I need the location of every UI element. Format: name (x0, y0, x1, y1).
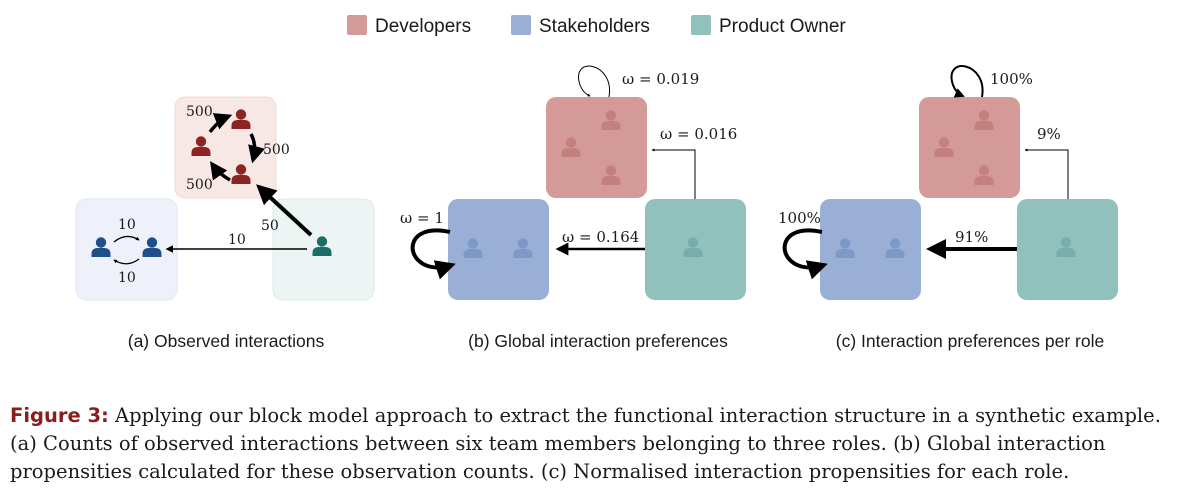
po-to-dev-label: 9% (1037, 125, 1061, 143)
figure-caption-label: Figure 3: (10, 404, 109, 427)
dev-self-label: 100% (990, 70, 1033, 88)
po-to-dev-label: 50 (261, 218, 279, 234)
po-to-stake-label: 91% (955, 228, 988, 246)
po-to-dev-arrow (651, 148, 696, 199)
po-to-dev-arrow (256, 184, 313, 237)
figure-diagram: Developers Stakeholders Product Owner (75, 15, 1118, 351)
panel-c: 100% 9% 100% 91% (c) Interaction prefere… (778, 65, 1118, 351)
dev-self-loop (578, 65, 610, 98)
dev-cycle-label-left: 500 (186, 177, 213, 193)
stake-block (820, 199, 921, 300)
dev-cycle-arrow (248, 133, 266, 164)
legend-label: Developers (375, 16, 471, 37)
legend-label: Stakeholders (539, 16, 650, 37)
legend-item-product-owner: Product Owner (691, 15, 846, 37)
stake-self-label: 100% (778, 209, 821, 227)
stake-self-loop (782, 228, 828, 280)
dev-cycle-label-right: 500 (263, 142, 290, 158)
figure-caption-text: Applying our block model approach to ext… (10, 404, 1161, 483)
stake-self-label: ω = 1 (400, 209, 444, 227)
panel-b: ω = 0.019 ω = 0.016 ω = 1 ω = 0.164 (b) … (400, 65, 746, 351)
dev-cycle-label-top: 500 (186, 104, 213, 120)
legend-item-developers: Developers (347, 15, 471, 37)
dev-cycle-arrow (208, 113, 233, 134)
stake-mutual-label-top: 10 (118, 217, 136, 233)
po-to-stake-label: 10 (228, 232, 246, 248)
panel-a: 500 500 500 10 10 10 50 (a) Observed int… (75, 96, 375, 351)
legend-label: Product Owner (719, 16, 846, 37)
stake-mutual-arrow (113, 258, 140, 265)
figure-caption: Figure 3: Applying our block model appro… (10, 402, 1192, 486)
dev-block (546, 97, 647, 198)
panel-a-caption: (a) Observed interactions (128, 331, 325, 351)
dev-block-light (174, 96, 277, 199)
po-to-dev-label: ω = 0.016 (660, 125, 737, 143)
legend: Developers Stakeholders Product Owner (347, 15, 846, 37)
panel-b-caption: (b) Global interaction preferences (468, 331, 728, 351)
po-to-stake-label: ω = 0.164 (562, 228, 639, 246)
panel-c-caption: (c) Interaction preferences per role (836, 331, 1104, 351)
stake-self-loop (410, 228, 456, 280)
stake-block (448, 199, 549, 300)
dev-cycle-arrow (209, 161, 231, 182)
legend-item-stakeholders: Stakeholders (511, 15, 650, 37)
dev-self-loop (950, 65, 984, 98)
dev-self-label: ω = 0.019 (622, 70, 699, 88)
stake-mutual-arrow (113, 235, 140, 243)
po-to-dev-arrow (1024, 148, 1069, 199)
stake-mutual-label-bottom: 10 (118, 270, 136, 286)
dev-block (919, 97, 1020, 198)
